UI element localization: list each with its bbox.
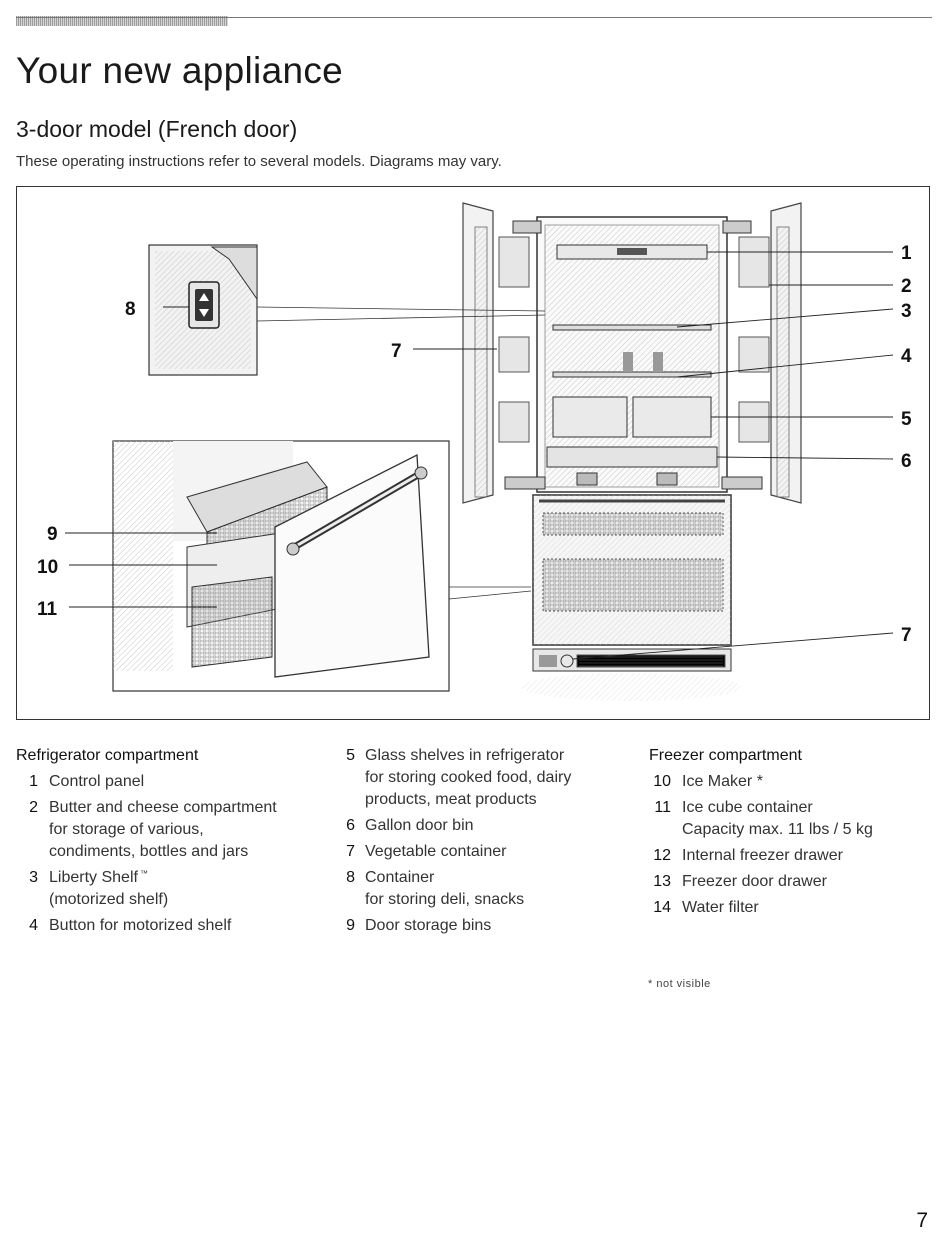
legend-item: 11 Ice cube container Capacity max. 11 l… (649, 797, 929, 841)
item-text: Glass shelves in refrigerator (365, 747, 565, 764)
callout-lines (65, 251, 894, 660)
legend-item: 1 Control panel (16, 771, 326, 793)
middle-legend: 5 Glass shelves in refrigerator for stor… (328, 745, 618, 941)
item-subtext: products, meat products (365, 791, 537, 808)
legend-item: 13 Freezer door drawer (649, 871, 929, 893)
callout-7-right: 7 (901, 625, 912, 646)
item-number: 11 (654, 799, 671, 816)
item-number: 1 (29, 773, 38, 790)
item-subtext: for storing cooked food, dairy (365, 769, 572, 786)
item-number: 12 (653, 847, 671, 864)
callout-7-left: 7 (391, 341, 402, 362)
item-number: 13 (653, 873, 671, 890)
item-text: Water filter (682, 899, 759, 916)
item-text: Vegetable container (365, 843, 507, 860)
intro-text: These operating instructions refer to se… (16, 153, 502, 170)
diagram-svg: 1 2 3 4 5 6 7 7 8 9 10 11 (37, 202, 912, 701)
legend-item: 9 Door storage bins (328, 915, 618, 937)
item-number: 14 (653, 899, 671, 916)
footnote: * not visible (648, 978, 711, 990)
item-number: 10 (653, 773, 671, 790)
item-text: Door storage bins (365, 917, 492, 934)
item-text: Button for motorized shelf (49, 917, 232, 934)
legend-item: 7 Vegetable container (328, 841, 618, 863)
page-title: Your new appliance (16, 50, 343, 91)
legend-item: 12 Internal freezer drawer (649, 845, 929, 867)
item-text: Ice Maker * (682, 773, 763, 790)
callout-5: 5 (901, 409, 912, 430)
freezer-legend: Freezer compartment 10 Ice Maker * 11 Ic… (649, 745, 929, 923)
legend-item: 8 Container for storing deli, snacks (328, 867, 618, 911)
item-number: 3 (29, 869, 38, 886)
refrigerator-illustration (462, 202, 802, 701)
appliance-diagram: 1 2 3 4 5 6 7 7 8 9 10 11 (16, 186, 930, 720)
item-text: Liberty Shelf (49, 869, 138, 886)
item-text: Ice cube container (682, 799, 813, 816)
legend-item: 14 Water filter (649, 897, 929, 919)
callout-1: 1 (901, 243, 912, 264)
item-subtext: for storage of various, (49, 821, 204, 838)
callout-6: 6 (901, 451, 912, 472)
callout-4: 4 (901, 346, 912, 367)
item-text: Butter and cheese compartment (49, 799, 277, 816)
section-title: 3-door model (French door) (16, 116, 298, 142)
item-subtext: for storing deli, snacks (365, 891, 525, 908)
callout-3: 3 (901, 301, 912, 322)
item-number: 6 (346, 817, 355, 834)
item-number: 5 (346, 747, 355, 764)
item-number: 2 (29, 799, 38, 816)
callout-8: 8 (125, 299, 136, 320)
page-number: 7 (916, 1209, 928, 1232)
item-text: Freezer door drawer (682, 873, 827, 890)
inset-shelf-button (148, 244, 258, 376)
item-number: 9 (346, 917, 355, 934)
item-number: 8 (346, 869, 355, 886)
item-number: 7 (346, 843, 355, 860)
item-subtext: Capacity max. 11 lbs / 5 kg (682, 821, 873, 838)
item-subtext: (motorized shelf) (49, 891, 169, 908)
item-text: Internal freezer drawer (682, 847, 843, 864)
callout-9: 9 (47, 524, 58, 545)
legend-item: 2 Butter and cheese compartment for stor… (16, 797, 326, 863)
legend-item: 4 Button for motorized shelf (16, 915, 326, 937)
refrigerator-heading: Refrigerator compartment (16, 747, 199, 764)
legend-item: 5 Glass shelves in refrigerator for stor… (328, 745, 618, 811)
header-decor-bar (16, 16, 228, 26)
item-text: Gallon door bin (365, 817, 474, 834)
header-rule (16, 17, 932, 18)
callout-2: 2 (901, 276, 912, 297)
item-text: Container (365, 869, 435, 886)
item-text: Control panel (49, 773, 145, 790)
refrigerator-legend: Refrigerator compartment 1 Control panel… (16, 745, 326, 941)
trademark-mark: ™ (139, 869, 148, 878)
callout-11: 11 (37, 599, 58, 620)
freezer-heading: Freezer compartment (649, 747, 802, 764)
item-number: 4 (29, 917, 38, 934)
legend-item: 10 Ice Maker * (649, 771, 929, 793)
item-subtext: condiments, bottles and jars (49, 843, 249, 860)
callout-10: 10 (37, 557, 58, 578)
inset-freezer-drawer (112, 440, 450, 692)
legend-item: 6 Gallon door bin (328, 815, 618, 837)
